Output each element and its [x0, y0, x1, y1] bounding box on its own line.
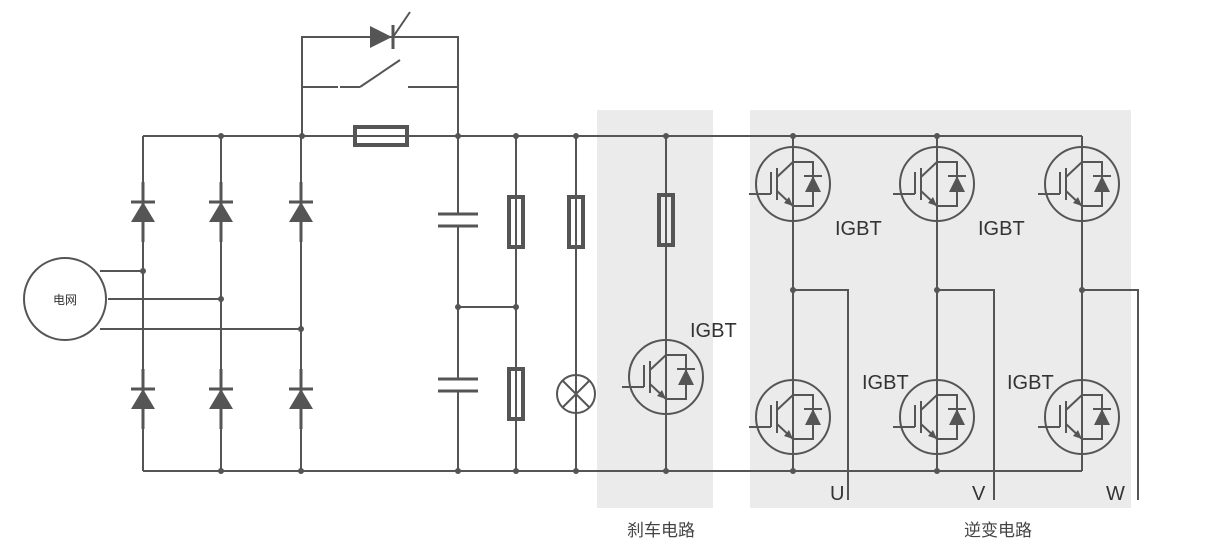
grid-source: 电网: [23, 257, 107, 341]
phase-w-label: W: [1106, 483, 1125, 505]
rectifier-bridge: [100, 136, 315, 471]
inverter-leg-w: [1037, 136, 1139, 500]
brake-panel: [597, 110, 713, 508]
brake-circuit: [621, 136, 704, 471]
grid-label: 电网: [53, 293, 77, 307]
inverter-leg-v: [892, 136, 995, 500]
igbt-label-brake: IGBT: [690, 320, 737, 342]
igbt-label-v-upper: IGBT: [978, 218, 1025, 240]
dc-link-capacitors: [438, 136, 516, 471]
inverter-leg-u: [748, 136, 849, 500]
igbt-label-u-upper: IGBT: [835, 218, 882, 240]
igbt-label-v-lower: IGBT: [862, 372, 909, 394]
phase-u-label: U: [830, 483, 844, 505]
balancing-resistors: [507, 136, 525, 471]
igbt-label-w-lower: IGBT: [1007, 372, 1054, 394]
rail-junctions: [218, 133, 940, 474]
inverter-circuit-caption: 逆变电路: [964, 521, 1032, 541]
phase-v-label: V: [972, 483, 986, 505]
bleeder-and-lamp: [556, 136, 596, 471]
precharge-section: [301, 11, 459, 147]
brake-circuit-caption: 刹车电路: [627, 521, 695, 541]
